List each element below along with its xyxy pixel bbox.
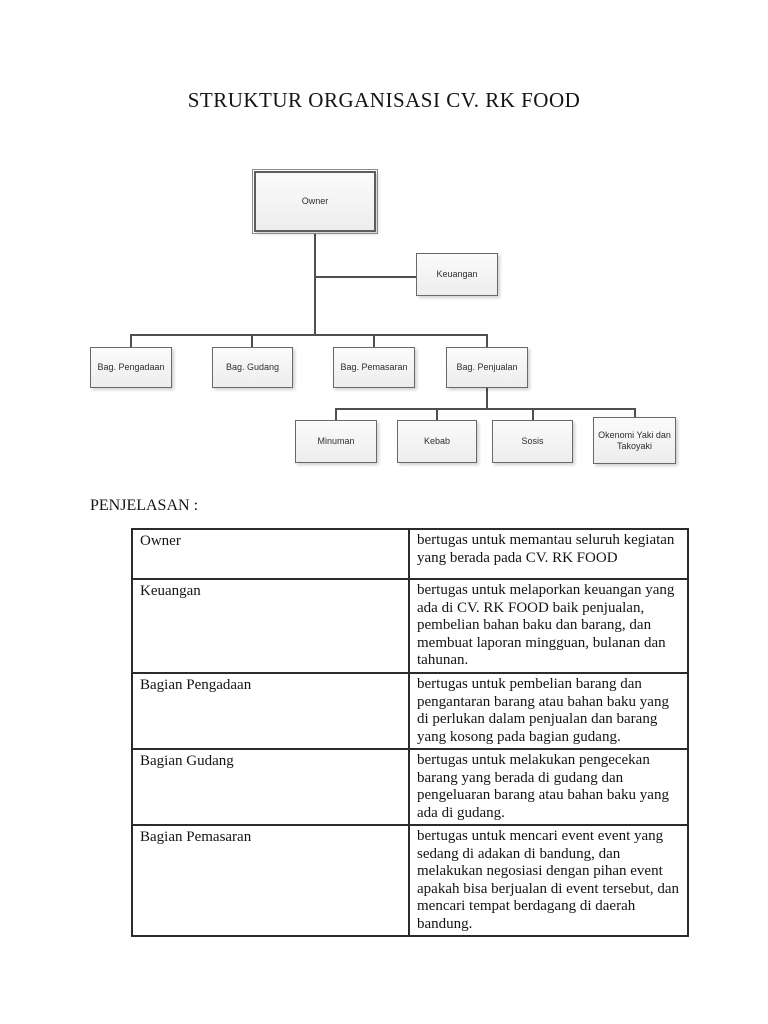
description-cell: bertugas untuk mencari event event yang … xyxy=(408,824,689,937)
table-row: Bagian Pemasaran bertugas untuk mencari … xyxy=(131,824,689,937)
connector-owner-down xyxy=(314,233,316,335)
connector-stub-okenomi xyxy=(634,408,636,417)
connector-stub-sosis xyxy=(532,408,534,420)
table-row: Bagian Pengadaan bertugas untuk pembelia… xyxy=(131,672,689,750)
term-cell: Bagian Pemasaran xyxy=(131,824,410,937)
description-cell: bertugas untuk melaporkan keuangan yang … xyxy=(408,578,689,674)
org-node-penjualan: Bag. Penjualan xyxy=(446,347,528,388)
connector-stub-minuman xyxy=(335,408,337,420)
table-row: Owner bertugas untuk memantau seluruh ke… xyxy=(131,528,689,580)
connector-stub-pemasaran xyxy=(373,334,375,347)
org-node-minuman: Minuman xyxy=(295,420,377,463)
table-row: Keuangan bertugas untuk melaporkan keuan… xyxy=(131,578,689,674)
org-node-owner: Owner xyxy=(252,169,378,234)
org-node-pemasaran: Bag. Pemasaran xyxy=(333,347,415,388)
term-cell: Owner xyxy=(131,528,410,580)
explanation-table: Owner bertugas untuk memantau seluruh ke… xyxy=(131,528,689,937)
connector-stub-gudang xyxy=(251,334,253,347)
description-cell: bertugas untuk memantau seluruh kegiatan… xyxy=(408,528,689,580)
page-title: STRUKTUR ORGANISASI CV. RK FOOD xyxy=(187,88,581,112)
org-node-okenomi: Okenomi Yaki dan Takoyaki xyxy=(593,417,676,464)
table-row: Bagian Gudang bertugas untuk melakukan p… xyxy=(131,748,689,826)
org-node-keuangan: Keuangan xyxy=(416,253,498,296)
connector-level3-horizontal xyxy=(335,408,636,410)
term-cell: Bagian Gudang xyxy=(131,748,410,826)
org-chart: Owner Keuangan Bag. Pengadaan Bag. Gudan… xyxy=(0,0,768,500)
connector-penjualan-down xyxy=(486,388,488,409)
section-heading: PENJELASAN : xyxy=(90,497,199,514)
org-node-gudang: Bag. Gudang xyxy=(212,347,293,388)
org-node-kebab: Kebab xyxy=(397,420,477,463)
org-node-pengadaan: Bag. Pengadaan xyxy=(90,347,172,388)
connector-stub-penjualan xyxy=(486,334,488,347)
connector-stub-pengadaan xyxy=(130,334,132,347)
org-node-sosis: Sosis xyxy=(492,420,573,463)
connector-level2-horizontal xyxy=(130,334,488,336)
term-cell: Bagian Pengadaan xyxy=(131,672,410,750)
connector-stub-kebab xyxy=(436,408,438,420)
description-cell: bertugas untuk pembelian barang dan peng… xyxy=(408,672,689,750)
description-cell: bertugas untuk melakukan pengecekan bara… xyxy=(408,748,689,826)
term-cell: Keuangan xyxy=(131,578,410,674)
connector-keuangan-branch xyxy=(314,276,416,278)
